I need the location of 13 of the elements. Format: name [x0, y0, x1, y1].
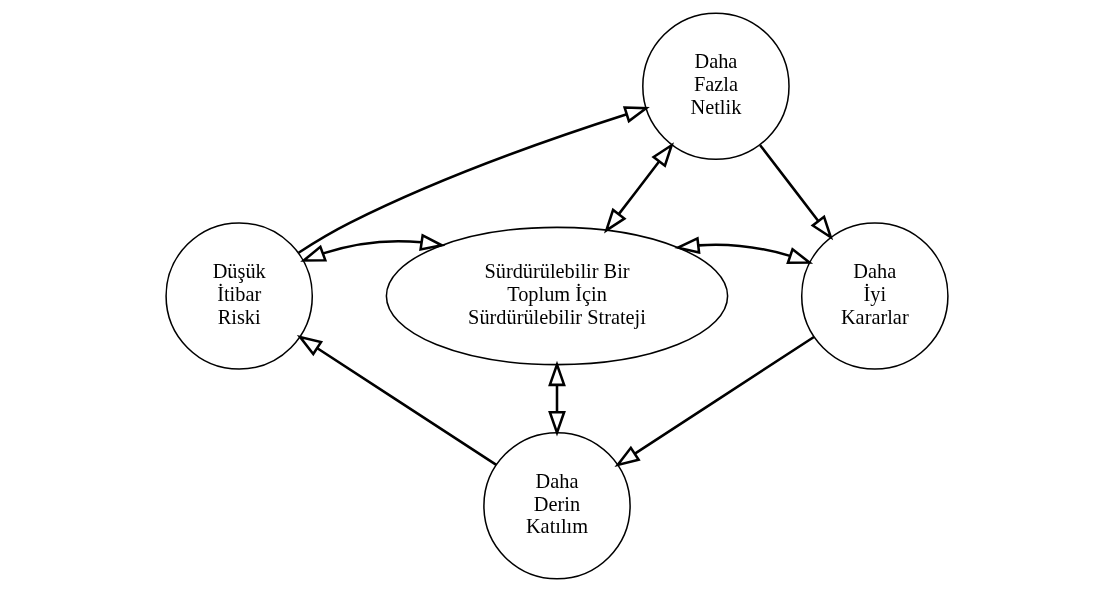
- node-circle: Daha İyi Kararlar: [800, 222, 949, 370]
- arrow: [297, 106, 650, 254]
- arrow: [673, 236, 813, 264]
- arrow: [547, 360, 566, 437]
- node-circle: Daha Fazla Netlik: [641, 12, 790, 161]
- arrow: [758, 144, 833, 241]
- arrow: [296, 334, 497, 466]
- node-circle: Daha Derin Katılım: [482, 431, 631, 580]
- arrow: [613, 335, 815, 467]
- node-circle: Düşük İtibar Riski: [164, 222, 313, 370]
- arrow: [603, 142, 674, 234]
- node-ellipse: Sürdürülebilir Bir Toplum İçin Sürdürülebilir Strateji: [385, 226, 728, 366]
- arrow: [299, 233, 446, 262]
